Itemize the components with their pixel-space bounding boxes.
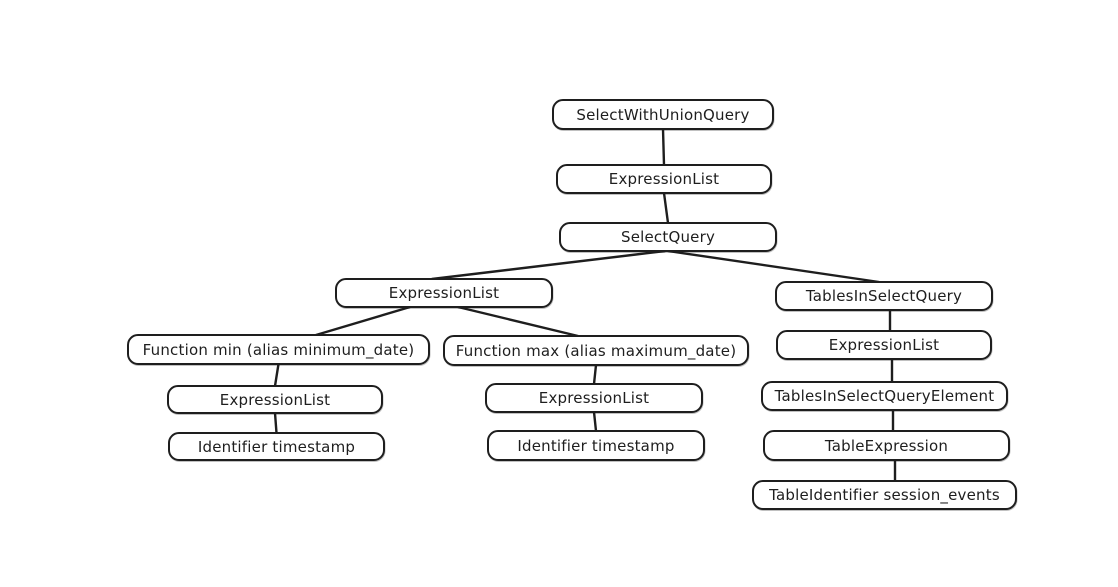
- edge-expression-list-2-to-function-min: [314, 305, 412, 337]
- tree-node-label: Function min (alias minimum_date): [142, 340, 415, 359]
- edge-function-max-to-expression-list-4: [592, 363, 598, 386]
- tree-node-identifier-timestamp-2: Identifier timestamp: [487, 430, 705, 461]
- edge-expression-list-1-to-select-query: [662, 191, 670, 225]
- tree-node-label: ExpressionList: [538, 389, 650, 407]
- tree-node-tables-in-select-query: TablesInSelectQuery: [775, 281, 993, 311]
- tree-node-table-expression: TableExpression: [763, 430, 1010, 461]
- tree-node-label: ExpressionList: [828, 336, 940, 354]
- tree-node-label: ExpressionList: [608, 170, 720, 188]
- tree-node-label: ExpressionList: [388, 284, 500, 302]
- tree-node-label: SelectWithUnionQuery: [576, 105, 750, 124]
- tree-node-expression-list-4: ExpressionList: [485, 383, 703, 413]
- tree-node-expression-list-3: ExpressionList: [167, 385, 383, 414]
- tree-node-select-with-union-query: SelectWithUnionQuery: [552, 99, 774, 130]
- tree-node-label: Identifier timestamp: [197, 437, 356, 456]
- tree-node-expression-list-1: ExpressionList: [556, 164, 772, 194]
- tree-node-tables-in-select-query-element: TablesInSelectQueryElement: [761, 381, 1008, 411]
- tree-node-label: TableIdentifier session_events: [769, 486, 1000, 504]
- edge-select-query-to-tables-in-select-query: [666, 249, 881, 284]
- edge-select-query-to-expression-list-2: [430, 249, 667, 281]
- tree-node-label: Function max (alias maximum_date): [455, 341, 737, 360]
- tree-node-expression-list-2: ExpressionList: [335, 278, 553, 308]
- tree-node-select-query: SelectQuery: [559, 222, 777, 252]
- edge-expression-list-2-to-function-max: [456, 305, 580, 338]
- edge-expression-list-3-to-identifier-timestamp-1: [273, 411, 278, 435]
- tree-node-label: TablesInSelectQuery: [805, 287, 963, 305]
- tree-node-function-max: Function max (alias maximum_date): [443, 335, 749, 366]
- edge-select-with-union-query-to-expression-list-1: [661, 127, 666, 167]
- tree-node-label: TableExpression: [824, 436, 949, 455]
- edge-function-min-to-expression-list-3: [273, 362, 280, 388]
- tree-node-label: TablesInSelectQueryElement: [774, 387, 995, 405]
- edge-expression-list-4-to-identifier-timestamp-2: [592, 410, 598, 433]
- tree-node-expression-list-5: ExpressionList: [776, 330, 992, 360]
- tree-node-identifier-timestamp-1: Identifier timestamp: [168, 432, 385, 461]
- tree-node-label: SelectQuery: [620, 228, 716, 246]
- tree-node-label: Identifier timestamp: [517, 436, 675, 455]
- tree-node-table-identifier: TableIdentifier session_events: [752, 480, 1017, 510]
- tree-node-label: ExpressionList: [219, 390, 331, 409]
- tree-node-function-min: Function min (alias minimum_date): [127, 334, 430, 365]
